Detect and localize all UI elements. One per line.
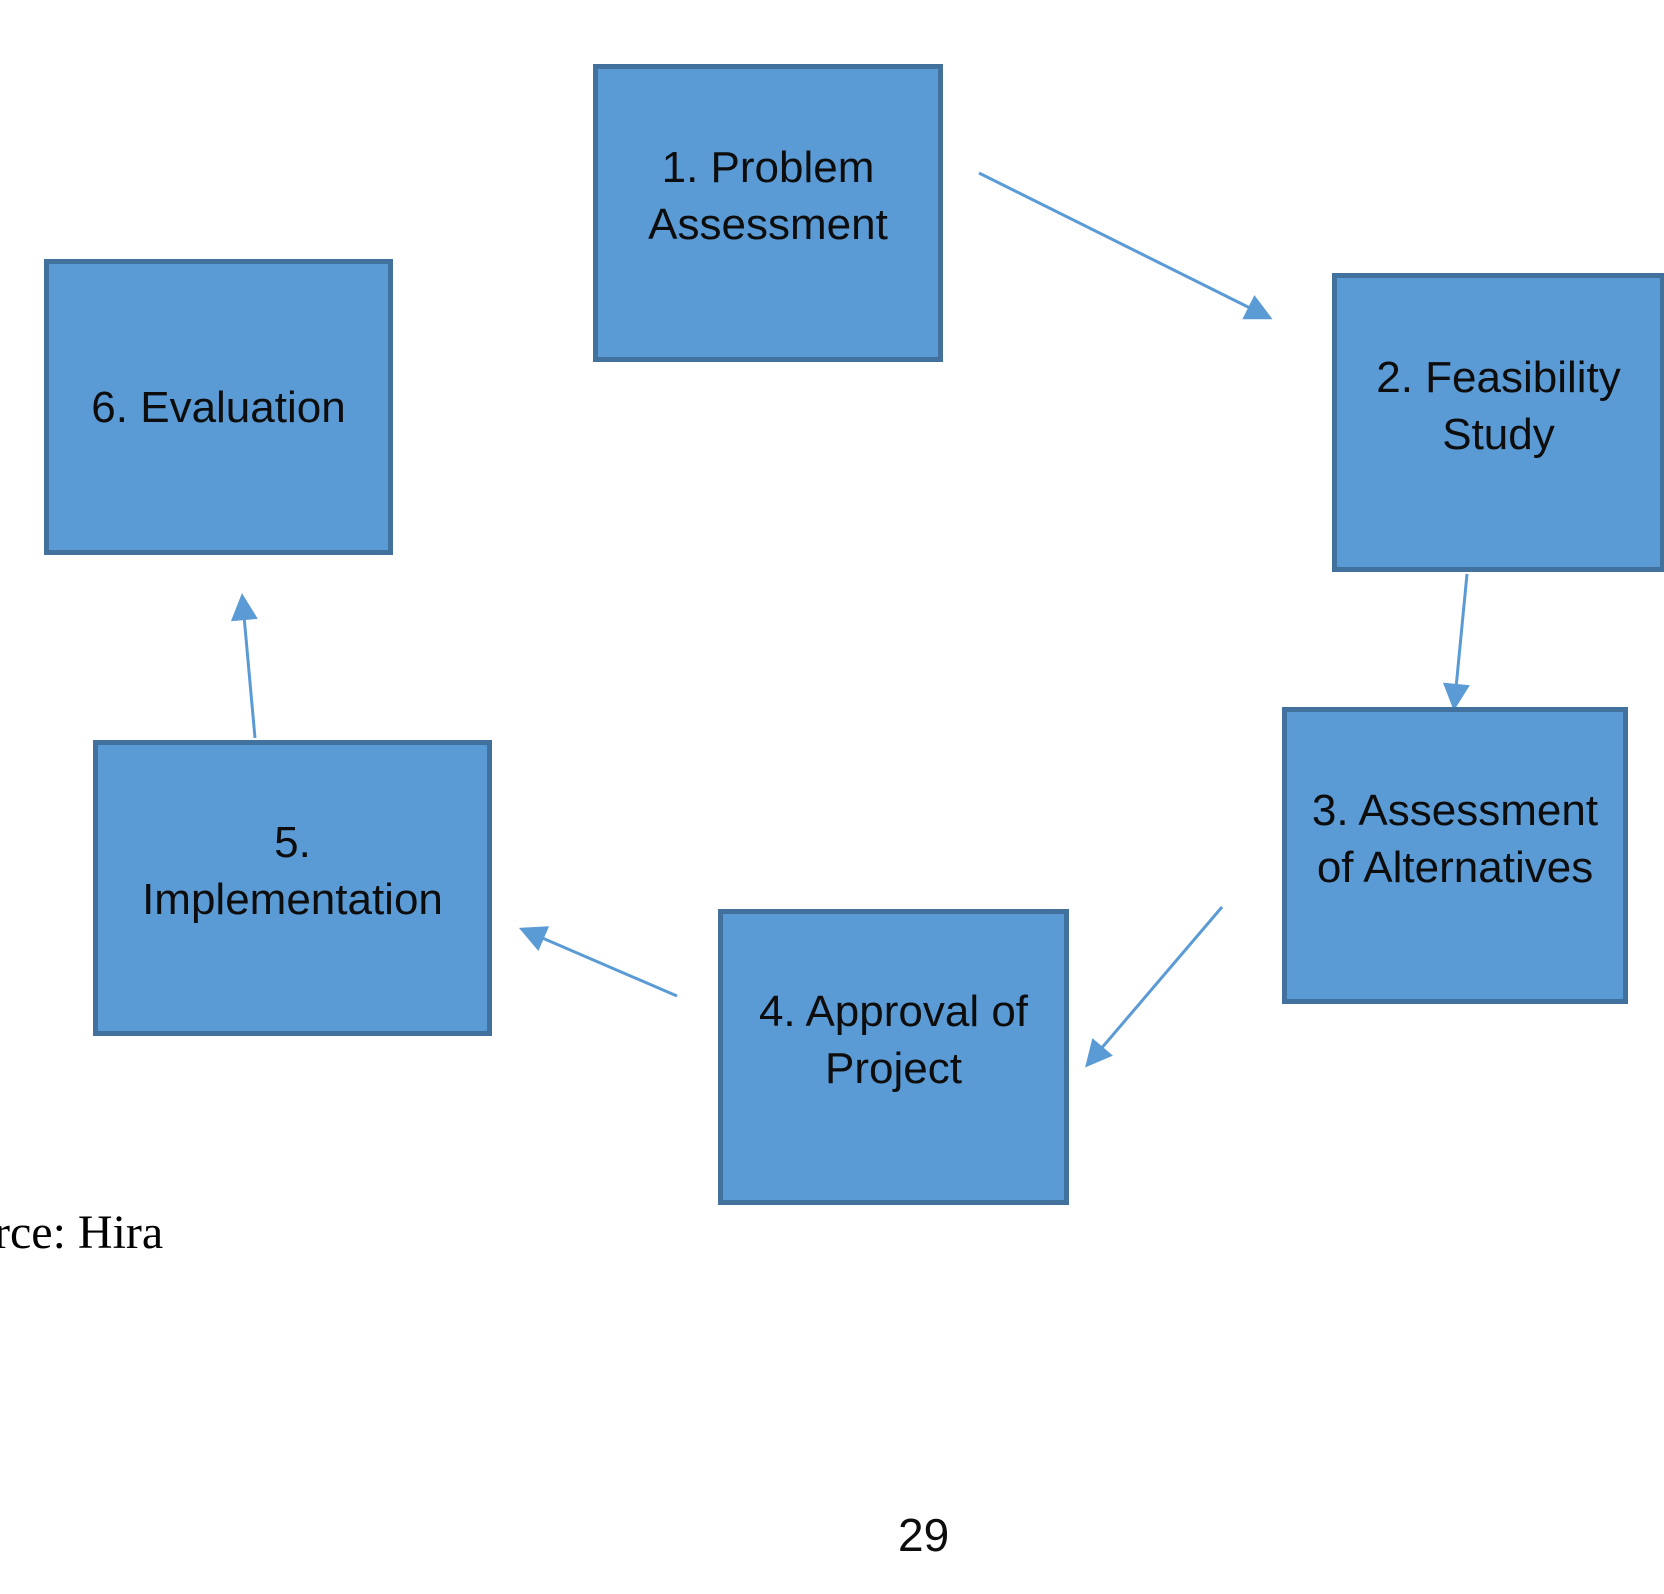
step-box-feasibility-study: 2. Feasibility Study (1332, 273, 1664, 572)
step-box-label-line: 5. (274, 818, 311, 867)
step-box-label-line: Implementation (142, 875, 443, 924)
source-caption: rce: Hira (0, 1206, 164, 1259)
step-box-label-line: 6. Evaluation (91, 382, 346, 432)
step-box-label-line: Assessment (648, 200, 888, 249)
step-box-label-line: 1. Problem (661, 143, 875, 192)
step-box-approval-of-project: 4. Approval of Project (718, 909, 1069, 1205)
step-box-label-line: 4. Approval of (758, 987, 1029, 1036)
step-box-label-line: 3. Assessment (1311, 785, 1599, 835)
step-box-assessment-of-alternatives: 3. Assessment of Alternatives (1282, 707, 1628, 1004)
step-box-label-line: of Alternatives (1316, 842, 1594, 892)
arrow-step4-to-step5 (518, 926, 678, 998)
page-number: 29 (898, 1509, 950, 1561)
step-box-label-line: Study (1442, 409, 1555, 459)
arrow-step3-to-step4 (1085, 906, 1224, 1068)
step-box-label-line: Project (825, 1044, 962, 1093)
step-box-evaluation: 6. Evaluation (44, 259, 393, 555)
arrow-step2-to-step3 (1442, 573, 1470, 711)
step-box-problem-assessment: 1. Problem Assessment (593, 64, 943, 362)
arrow-step1-to-step2 (978, 171, 1273, 320)
step-box-label-line: 2. Feasibility (1376, 352, 1621, 402)
arrow-step5-to-step6 (230, 593, 258, 739)
step-box-implementation: 5. Implementation (93, 740, 492, 1036)
